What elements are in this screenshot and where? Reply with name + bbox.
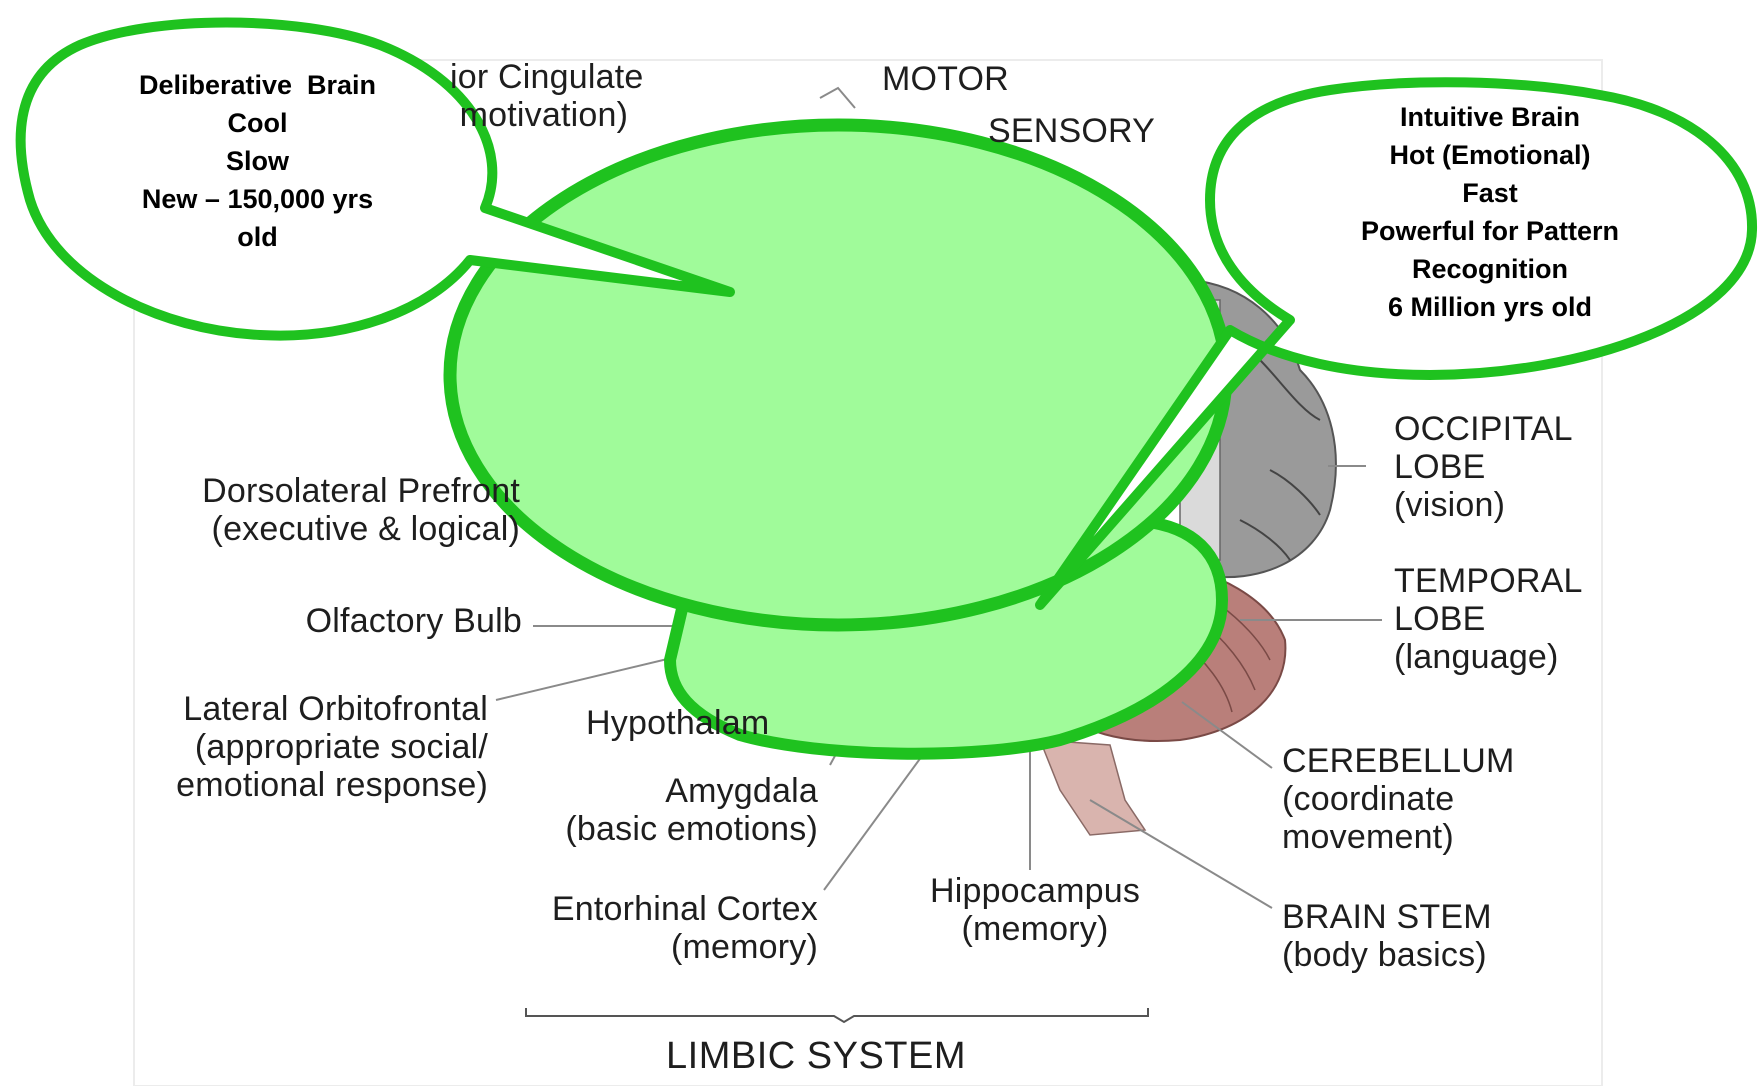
entorhinal-cortex-label: Entorhinal Cortex (memory) <box>510 890 818 966</box>
anterior-cingulate-label: ior Cingulate motivation) <box>450 58 644 134</box>
entorhinal-leader <box>824 745 930 890</box>
limbic-system-label: LIMBIC SYSTEM <box>666 1036 966 1076</box>
brain-stem-shape <box>1040 740 1145 835</box>
amygdala-label: Amygdala (basic emotions) <box>520 772 818 848</box>
orbitofrontal-leader <box>496 656 680 700</box>
deliberative-brain-text: Deliberative Brain Cool Slow New – 150,0… <box>100 66 415 256</box>
sensory-label: SENSORY <box>988 112 1155 150</box>
motor-leader <box>820 88 855 108</box>
occipital-lobe-label: OCCIPITAL LOBE (vision) <box>1394 410 1573 524</box>
cerebellum-label: CEREBELLUM (coordinate movement) <box>1282 742 1515 856</box>
temporal-lobe-label: TEMPORAL LOBE (language) <box>1394 562 1583 676</box>
intuitive-brain-text: Intuitive Brain Hot (Emotional) Fast Pow… <box>1310 98 1670 326</box>
hypothalamus-label: Hypothalam <box>586 704 769 742</box>
olfactory-bulb-label: Olfactory Bulb <box>200 602 522 640</box>
motor-label: MOTOR <box>882 60 1009 98</box>
lateral-orbitofrontal-label: Lateral Orbitofrontal (appropriate socia… <box>140 690 488 804</box>
brain-stem-label: BRAIN STEM (body basics) <box>1282 898 1492 974</box>
limbic-brace <box>526 1008 1148 1022</box>
main-green-blob <box>450 125 1226 625</box>
dorsolateral-prefrontal-label: Dorsolateral Prefront (executive & logic… <box>140 472 520 548</box>
hippocampus-label: Hippocampus (memory) <box>905 872 1165 948</box>
